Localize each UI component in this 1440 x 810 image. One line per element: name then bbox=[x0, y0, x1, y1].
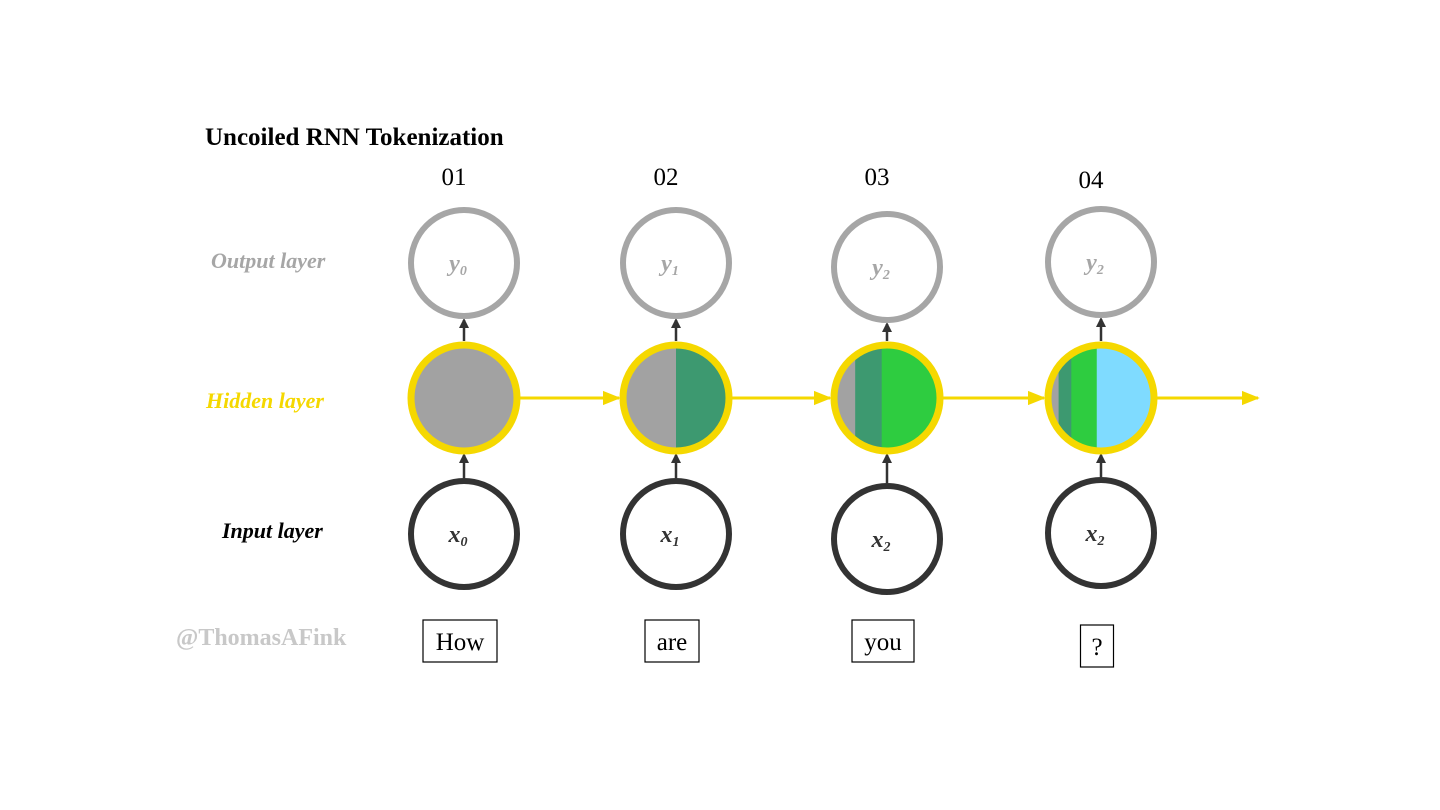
input-node bbox=[831, 483, 943, 595]
token-text: are bbox=[657, 629, 688, 656]
hidden-state-segment bbox=[881, 345, 940, 451]
token-box bbox=[422, 619, 498, 663]
hidden-node bbox=[407, 341, 521, 455]
input-node bbox=[1045, 477, 1157, 589]
input-node-label: x2 bbox=[871, 527, 891, 555]
timestep-number: 03 bbox=[865, 164, 890, 191]
diagram-title: Uncoiled RNN Tokenization bbox=[205, 124, 504, 151]
timestep-column-03: 03 y2 x2 you bbox=[830, 164, 1046, 663]
hidden-layer-label: Hidden layer bbox=[205, 388, 324, 413]
token-box bbox=[851, 619, 915, 663]
hidden-state-segment bbox=[855, 345, 883, 451]
timestep-number: 01 bbox=[442, 164, 467, 191]
output-node-label: y2 bbox=[869, 255, 890, 283]
output-node bbox=[831, 211, 943, 323]
hidden-state-segment bbox=[1048, 345, 1060, 451]
token-box bbox=[1079, 624, 1115, 668]
input-node-label: x1 bbox=[660, 522, 680, 550]
hidden-state-segment bbox=[1071, 345, 1098, 451]
token-text: How bbox=[436, 629, 485, 656]
timestep-column-02: 02 y1 x1 are bbox=[619, 164, 832, 663]
output-node-label: y0 bbox=[446, 251, 467, 279]
hidden-state-fill bbox=[1048, 345, 1154, 451]
input-node bbox=[408, 478, 520, 590]
output-node bbox=[620, 207, 732, 319]
timestep-column-04: 04 y2 x2? bbox=[1044, 167, 1260, 668]
input-node-label: x0 bbox=[448, 522, 468, 550]
hidden-node bbox=[619, 341, 733, 455]
output-node bbox=[408, 207, 520, 319]
hidden-state-segment bbox=[676, 345, 729, 451]
token-text: you bbox=[864, 629, 902, 656]
input-node-label: x2 bbox=[1085, 521, 1105, 549]
token-box bbox=[644, 619, 700, 663]
input-layer-label: Input layer bbox=[221, 518, 323, 543]
hidden-node bbox=[1044, 341, 1158, 455]
token-text: ? bbox=[1091, 634, 1102, 661]
timestep-number: 04 bbox=[1079, 167, 1105, 194]
timestep-number: 02 bbox=[654, 164, 679, 191]
hidden-node bbox=[830, 341, 944, 455]
output-node bbox=[1045, 206, 1157, 318]
input-node bbox=[620, 478, 732, 590]
output-node-label: y1 bbox=[658, 251, 679, 279]
hidden-state-segment bbox=[1058, 345, 1072, 451]
output-node-label: y2 bbox=[1083, 250, 1104, 278]
output-layer-label: Output layer bbox=[211, 248, 326, 273]
watermark: @ThomasAFink bbox=[176, 625, 347, 651]
hidden-state-segment bbox=[623, 345, 677, 451]
hidden-state-segment bbox=[1096, 345, 1154, 451]
